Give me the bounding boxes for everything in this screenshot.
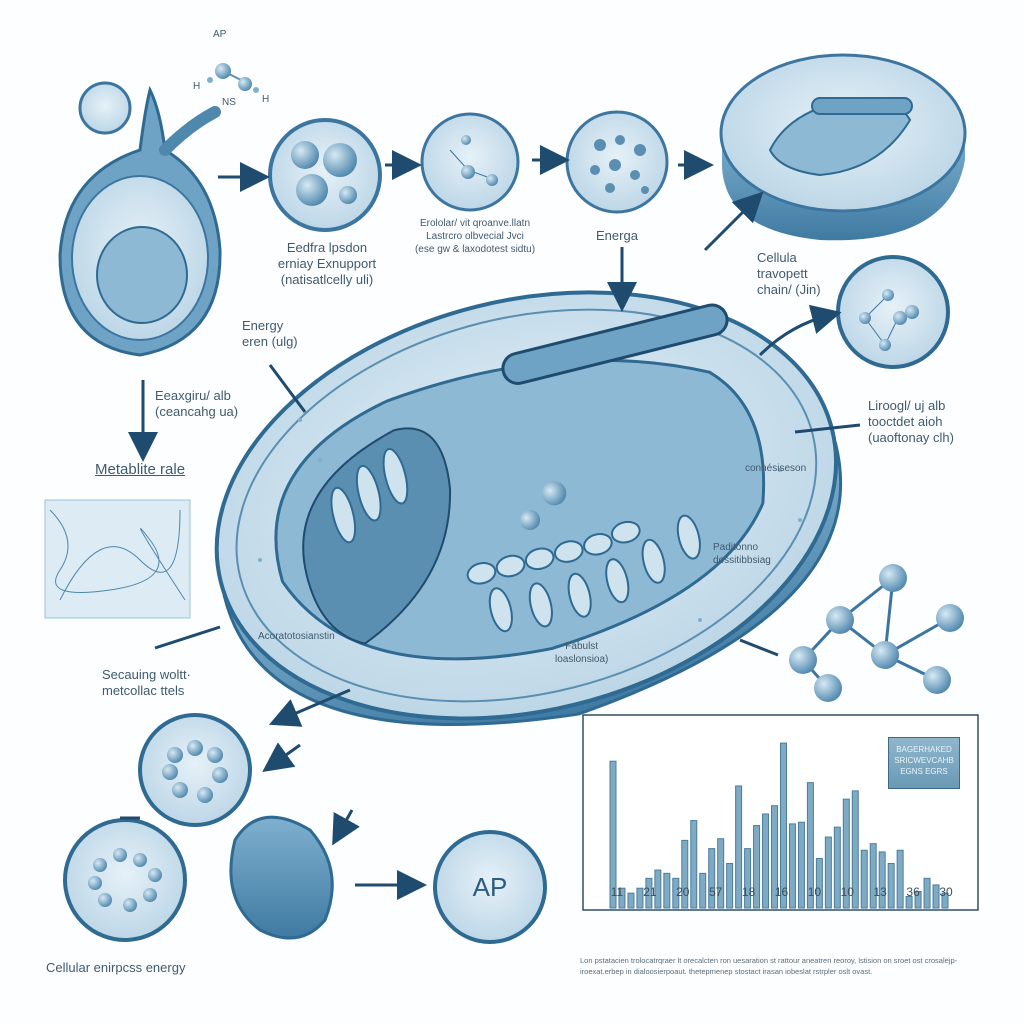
chart-bar xyxy=(860,849,868,909)
network-texture xyxy=(44,499,191,619)
main-mitochondrion xyxy=(214,290,843,727)
chart-bar xyxy=(905,895,913,909)
label-cellular-energy: Cellular enirpcss energy xyxy=(46,960,186,975)
label-secauing: Secauing woltt·metcollac ttels xyxy=(102,667,191,698)
chart-bar xyxy=(896,849,904,909)
x-tick-label: 11 xyxy=(610,885,624,899)
chart-bar xyxy=(699,872,707,909)
x-tick-label: 10 xyxy=(807,885,822,899)
chart-bar xyxy=(779,742,787,909)
bottom-circles xyxy=(63,713,547,944)
chart-bar xyxy=(771,805,779,909)
chart-bar xyxy=(735,785,743,909)
chart-bar xyxy=(753,825,761,909)
chart-bar xyxy=(815,858,823,909)
arrows xyxy=(128,145,842,900)
chart-bar xyxy=(663,872,671,909)
chart-bar xyxy=(744,848,752,909)
x-tick-label: 13 xyxy=(873,885,887,899)
chart-bar xyxy=(797,821,805,909)
x-tick-label: 10 xyxy=(840,885,854,899)
top-row-circles xyxy=(268,110,669,232)
bar-chart xyxy=(582,714,979,911)
mitochondrion-section-top-right xyxy=(719,53,967,241)
chart-bar xyxy=(708,848,716,909)
chart-bar xyxy=(636,887,644,909)
label-acoratosis: Acoratotosianstin xyxy=(258,631,335,642)
chart-bar xyxy=(869,843,877,909)
chart-bar xyxy=(788,823,796,909)
x-tick-label: 18 xyxy=(741,885,756,899)
chart-bar xyxy=(681,839,689,909)
x-tick-label: 30 xyxy=(939,885,953,899)
ap-circle xyxy=(433,830,547,944)
molecule-structure xyxy=(789,564,964,702)
chart-bar xyxy=(941,892,949,909)
chart-bar xyxy=(851,790,859,909)
atom-label: NS xyxy=(222,97,236,108)
chart-bar xyxy=(887,862,895,909)
chart-bar xyxy=(672,877,680,909)
x-tick-label: 36 xyxy=(906,885,920,899)
chart-bar xyxy=(609,760,617,909)
chart-bar xyxy=(878,851,886,909)
x-tick-label: 20 xyxy=(676,885,690,899)
ap-label: AP xyxy=(472,871,508,902)
chart-bar xyxy=(627,892,635,909)
x-tick-label: 16 xyxy=(774,885,789,899)
chart-bar xyxy=(654,869,662,909)
chart-bar xyxy=(726,862,734,909)
label-eexagiru: Eeaxgiru/ alb(ceancahg ua) xyxy=(155,388,239,419)
label-connective: connésiseson xyxy=(745,463,807,474)
label-metabolite-rate: Metablite rale xyxy=(95,461,186,478)
molecule-icon xyxy=(207,63,259,93)
chart-bar xyxy=(842,798,850,909)
molecule-circle-right xyxy=(836,255,950,369)
top-left-cell xyxy=(58,81,222,357)
x-tick-label: 57 xyxy=(709,885,723,899)
label-energa: Energa xyxy=(596,228,638,243)
atom-label: H xyxy=(262,94,270,105)
chart-bar xyxy=(690,820,698,909)
chart-bar xyxy=(717,838,725,909)
chart-bar xyxy=(645,877,653,909)
x-tick-label: 21 xyxy=(643,885,657,899)
chart-bar xyxy=(914,891,922,909)
chart-bar xyxy=(762,813,770,909)
chart-bar xyxy=(618,887,626,909)
chart-bar xyxy=(824,836,832,909)
chart-bar xyxy=(923,877,931,909)
chart-bar xyxy=(932,884,940,909)
molecule-label: AP xyxy=(213,29,227,40)
chart-bar xyxy=(833,826,841,909)
chart-caption: Lon pstatacien trolocatrqraer lt orecalc… xyxy=(580,956,958,976)
atom-label: H xyxy=(193,81,201,92)
chart-bar xyxy=(806,782,814,909)
